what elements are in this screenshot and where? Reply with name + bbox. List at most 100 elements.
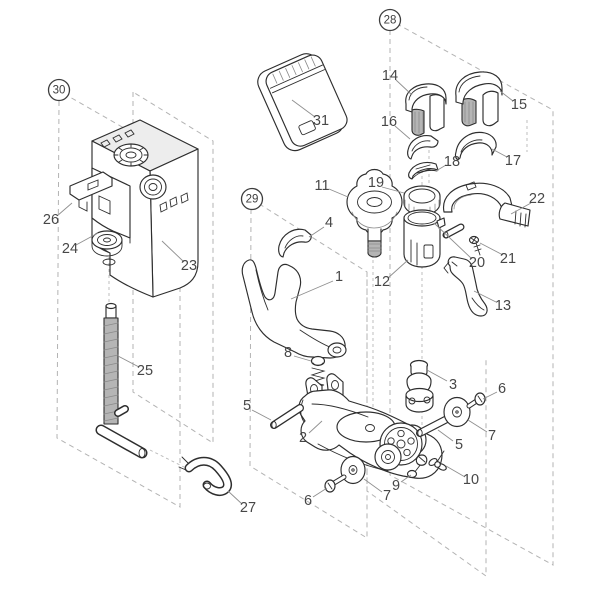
callout-part-14: 14	[382, 68, 398, 84]
leader-17	[491, 148, 508, 158]
callout-part-9: 9	[392, 478, 400, 494]
leader-12	[387, 259, 409, 279]
group-30-inner-plane	[132, 91, 214, 444]
leader-13	[473, 290, 497, 303]
callout-part-25: 25	[137, 363, 153, 379]
part-11-star-knob	[346, 168, 403, 258]
group-29-plane	[249, 204, 368, 539]
leader-9	[400, 474, 412, 483]
part-19-lock-ring	[403, 185, 441, 216]
leader-7-right	[467, 419, 488, 433]
part-6-screw-left	[324, 474, 347, 493]
group-28-lower-plane	[366, 272, 487, 577]
callout-part-2: 2	[299, 430, 307, 446]
group-callout-30: 30	[47, 78, 71, 102]
group-29-label: 29	[246, 194, 259, 206]
leader-5-right	[437, 429, 454, 442]
callout-part-11: 11	[314, 178, 329, 194]
callout-part-6-left: 6	[304, 493, 312, 509]
part-31-case	[257, 53, 348, 152]
part-12-cup	[403, 209, 446, 268]
leader-25	[117, 355, 140, 368]
callout-part-13: 13	[495, 298, 511, 314]
callout-part-15: 15	[511, 97, 527, 113]
callout-part-19: 19	[368, 175, 384, 191]
callout-leader-lines	[56, 79, 532, 505]
leader-2	[308, 420, 323, 434]
leader-4	[308, 226, 325, 238]
part-16-pad	[407, 135, 439, 160]
callout-part-18: 18	[444, 154, 460, 170]
leader-6-right	[482, 391, 498, 400]
leader-27	[227, 490, 243, 505]
leader-14	[395, 79, 413, 96]
group-callout-29: 29	[240, 187, 264, 211]
axis-rod-strap	[149, 449, 185, 468]
part-24-swivel-pad	[91, 230, 123, 257]
leader-22	[510, 202, 532, 215]
callout-part-4: 4	[325, 215, 333, 231]
callout-part-16: 16	[381, 114, 397, 130]
part-17-pad	[454, 131, 497, 161]
leader-7-left	[363, 478, 383, 493]
leader-1	[290, 280, 334, 300]
callout-part-26: 26	[43, 212, 59, 228]
part-27-strap	[178, 456, 233, 497]
part-22-hook-arm	[442, 181, 531, 228]
leader-31	[291, 99, 316, 118]
leader-23	[161, 240, 185, 263]
leader-15	[499, 90, 514, 102]
callout-part-5-right: 5	[455, 437, 463, 453]
leader-20	[433, 222, 473, 260]
part-15-clip	[455, 71, 503, 127]
part-14-clip	[405, 83, 447, 136]
callout-part-10: 10	[463, 472, 479, 488]
group-30-label: 30	[53, 85, 66, 97]
group-callout-28: 28	[378, 8, 402, 32]
part-4-saddle-clip	[278, 228, 312, 258]
group-28-label: 28	[384, 15, 397, 27]
callout-part-7-right: 7	[488, 428, 496, 444]
callout-part-21: 21	[500, 251, 516, 267]
part-20-pin	[442, 223, 465, 239]
callout-labels: 1 2 3 4 5 5 6 6 7 7 8 9 10 11 12 13 14 1…	[43, 68, 545, 516]
part-7-washer-right	[443, 396, 471, 428]
part-25-threaded-rod	[95, 302, 148, 459]
part-21-screw	[468, 235, 482, 256]
part-6-screw-right	[466, 392, 486, 409]
part-13-lever	[443, 256, 488, 317]
leader-5-left	[251, 409, 272, 421]
part-1-fork-arm	[241, 259, 347, 359]
group-28-plane	[389, 24, 554, 566]
callout-part-6-right: 6	[498, 381, 506, 397]
part-10-wing-clip	[428, 450, 447, 471]
callout-part-17: 17	[505, 153, 521, 169]
part-18-shim	[408, 161, 439, 180]
leader-19	[381, 186, 405, 194]
leader-10	[445, 465, 466, 478]
part-9-screw-clip	[406, 454, 428, 479]
part-7-washer-left	[340, 455, 366, 485]
callout-part-7-left: 7	[383, 488, 391, 504]
callout-part-31: 31	[313, 113, 329, 129]
callout-part-24: 24	[62, 241, 78, 257]
part-5-pin-right	[416, 415, 451, 437]
leader-16	[394, 125, 411, 140]
part-26-bracket	[69, 171, 113, 212]
leader-8	[293, 355, 312, 362]
leader-24	[75, 232, 99, 246]
callout-part-22: 22	[529, 191, 545, 207]
leader-3	[426, 369, 448, 382]
callout-part-12: 12	[374, 274, 390, 290]
callout-part-23: 23	[181, 258, 197, 274]
leader-26	[56, 202, 73, 217]
leader-11	[328, 188, 349, 198]
callout-part-3: 3	[449, 377, 457, 393]
callout-part-5-left: 5	[243, 398, 251, 414]
callout-part-8: 8	[284, 345, 292, 361]
part-3-bumper	[405, 359, 434, 413]
callout-part-27: 27	[240, 500, 256, 516]
part-5-pin-left	[270, 404, 304, 429]
